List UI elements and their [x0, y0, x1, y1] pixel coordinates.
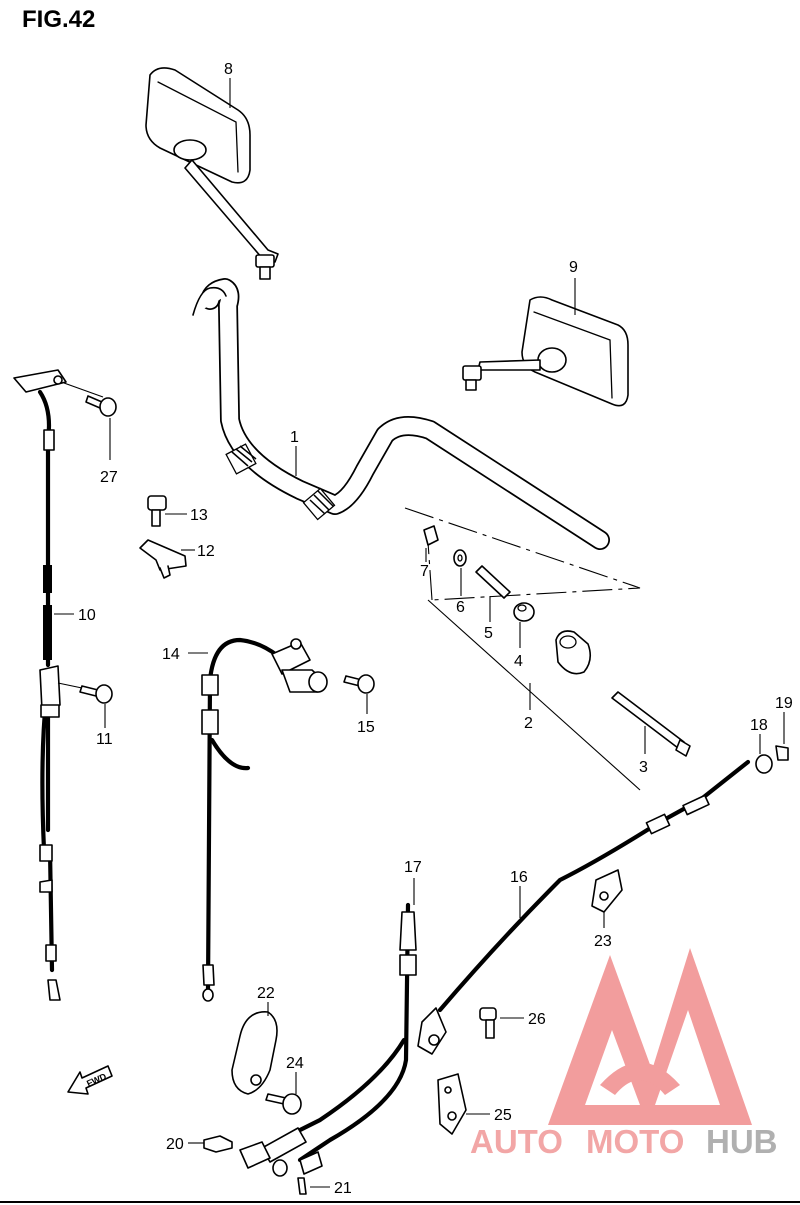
callout-20: 20	[166, 1136, 184, 1153]
switch-cable	[201, 637, 328, 1002]
callout-16: 16	[510, 869, 528, 886]
watermark-moto: MOTO	[586, 1123, 684, 1160]
callout-10: 10	[78, 607, 96, 624]
bracket-23	[591, 869, 623, 913]
bracket-25	[437, 1073, 467, 1135]
bolt-26	[479, 1007, 497, 1039]
watermark-hub: HUB	[706, 1123, 778, 1160]
callout-25: 25	[494, 1107, 512, 1124]
callout-19: 19	[775, 695, 793, 712]
callout-8: 8	[224, 61, 233, 78]
mirror-right	[462, 296, 629, 407]
callout-4: 4	[514, 653, 523, 670]
callout-2: 2	[524, 715, 533, 732]
callout-1: 1	[290, 429, 299, 446]
watermark-logo	[548, 948, 752, 1125]
figure-title: FIG.42	[22, 6, 96, 33]
watermark-triangle-icon	[548, 948, 752, 1125]
cover-22	[231, 1011, 278, 1095]
clamp-12	[139, 539, 187, 579]
screw-15	[343, 674, 375, 694]
fwd-arrow-icon: FWD	[67, 1065, 113, 1095]
bolt-13	[147, 495, 167, 527]
callout-22: 22	[257, 985, 275, 1002]
callout-27: 27	[100, 469, 118, 486]
mirror-left	[145, 67, 279, 280]
screw-27	[85, 395, 117, 417]
callout-9: 9	[569, 259, 578, 276]
leader-lines	[54, 78, 785, 1188]
cotter-pin-21	[297, 1177, 307, 1195]
callout-17: 17	[404, 859, 422, 876]
watermark-text: AUTO MOTO HUB	[470, 1123, 778, 1160]
watermark-auto: AUTO	[470, 1123, 563, 1160]
callout-14: 14	[162, 646, 180, 663]
callout-18: 18	[750, 717, 768, 734]
callout-3: 3	[639, 759, 648, 776]
clutch-cable	[437, 759, 751, 1013]
callout-11: 11	[96, 731, 113, 748]
throttle-cable	[13, 369, 67, 1001]
pin-20	[203, 1135, 233, 1153]
callout-12: 12	[197, 543, 215, 560]
callout-26: 26	[528, 1011, 546, 1028]
cable-bracket	[417, 1007, 447, 1055]
handlebar-holder-group	[404, 507, 691, 791]
adjuster-18	[755, 754, 773, 774]
handlebar	[192, 278, 610, 550]
callout-5: 5	[484, 625, 493, 642]
fwd-label: FWD	[85, 1071, 108, 1089]
callout-labels: 8 9 1 27 13 12 10 11 14 15 7 6 5 4 2 3 1…	[78, 61, 793, 1197]
callout-24: 24	[286, 1055, 304, 1072]
nut-19	[775, 745, 789, 761]
callout-13: 13	[190, 507, 208, 524]
brake-cable	[239, 902, 417, 1177]
callout-23: 23	[594, 933, 612, 950]
screw-24	[265, 1093, 302, 1115]
screw-11	[79, 684, 113, 704]
callout-21: 21	[334, 1180, 352, 1197]
callout-7: 7	[420, 563, 429, 580]
callout-6: 6	[456, 599, 465, 616]
callout-15: 15	[357, 719, 375, 736]
